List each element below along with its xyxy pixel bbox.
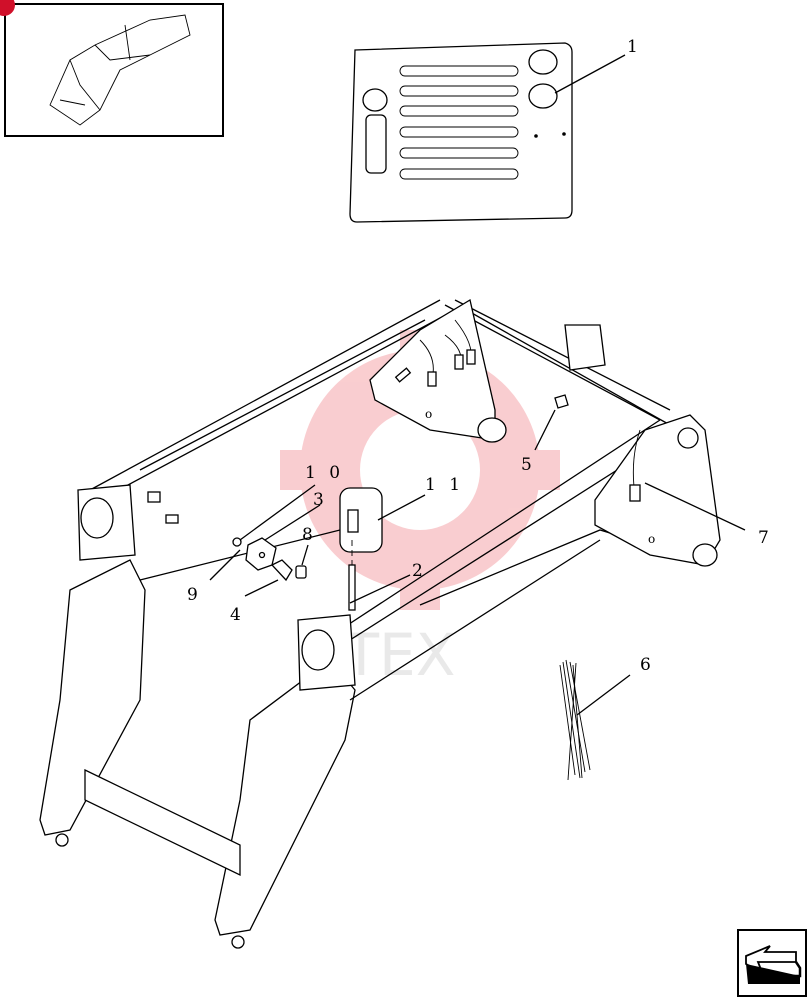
callout-8: 8: [302, 525, 317, 545]
thumbnail-frame[interactable]: [4, 3, 224, 137]
svg-text:o: o: [648, 532, 655, 546]
loader-frame-thumbnail-icon: [49, 14, 191, 126]
decal-panel: [349, 42, 573, 223]
light-bracket-part: [339, 487, 383, 611]
callout-9: 9: [187, 585, 202, 605]
callout-3: 3: [313, 490, 328, 510]
leader-lines: [209, 54, 746, 716]
red-badge-icon: [0, 0, 15, 16]
svg-text:o: o: [425, 407, 432, 421]
mounting-clip-part: [270, 559, 293, 582]
clip-part-5: [554, 394, 569, 409]
callout-1: 1: [627, 37, 642, 57]
callout-11: 1 1: [425, 475, 464, 495]
callout-2: 2: [412, 561, 427, 581]
callouts: 1 2 3 4 5 6 7 8 9 1 0 1 1: [187, 37, 773, 675]
next-page-arrow-icon[interactable]: [737, 929, 807, 997]
bolt-part: [295, 565, 307, 579]
callout-6: 6: [640, 655, 655, 675]
cable-ties-part: [559, 659, 591, 781]
callout-4: 4: [230, 605, 245, 625]
callout-5: 5: [521, 455, 536, 475]
callout-10: 1 0: [305, 463, 344, 483]
callout-7: 7: [758, 528, 773, 548]
nut-part: [232, 537, 242, 547]
